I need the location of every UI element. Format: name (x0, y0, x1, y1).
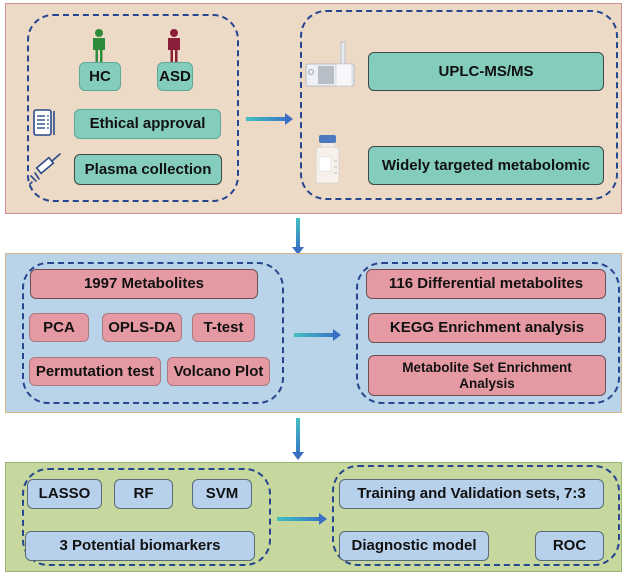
metabolites-count-label: 1997 Metabolites (83, 275, 205, 293)
uplc-box: UPLC-MS/MS (368, 52, 604, 91)
sample-bottle-icon (313, 133, 343, 185)
stage3-right-group (332, 465, 620, 566)
biomarkers-label: 3 Potential biomarkers (59, 537, 221, 555)
train-validation-split-box: Training and Validation sets, 7:3 (339, 479, 604, 509)
arrow-right-stage2 (294, 329, 341, 341)
group-label-asd: ASD (159, 67, 191, 85)
stage1-left-group (27, 14, 239, 202)
algorithm-label-svm: SVM (205, 485, 239, 503)
method-label-oplsda: OPLS-DA (108, 318, 176, 336)
arrow-right-stage1 (246, 113, 293, 125)
arrow-down-stage2-to-3 (292, 418, 304, 460)
method-box-oplsda: OPLS-DA (102, 313, 182, 342)
algorithm-box-lasso: LASSO (27, 479, 102, 509)
plasma-collection-box: Plasma collection (74, 154, 222, 185)
msea-box: Metabolite Set Enrichment Analysis (368, 355, 606, 396)
arrow-down-stage1-to-2 (292, 218, 304, 255)
metabolites-count-box: 1997 Metabolites (30, 269, 258, 299)
algorithm-box-rf: RF (114, 479, 173, 509)
clipboard-icon (33, 108, 57, 138)
metabolomic-box: Widely targeted metabolomic (368, 146, 604, 185)
roc-box: ROC (535, 531, 604, 561)
roc-label: ROC (552, 537, 587, 555)
method-box-ttest: T-test (192, 313, 255, 342)
msea-label: Metabolite Set Enrichment Analysis (402, 359, 572, 391)
plasma-collection-label: Plasma collection (84, 160, 212, 178)
ethical-approval-box: Ethical approval (74, 109, 221, 139)
kegg-label: KEGG Enrichment analysis (389, 319, 585, 337)
group-box-asd: ASD (157, 62, 193, 91)
method-label-volcano: Volcano Plot (173, 362, 264, 380)
group-box-hc: HC (79, 62, 121, 91)
stage1-right-group (300, 10, 618, 200)
method-label-ttest: T-test (203, 318, 244, 336)
diagnostic-model-label: Diagnostic model (351, 537, 477, 555)
diagnostic-model-box: Diagnostic model (339, 531, 489, 561)
differential-metabolites-label: 116 Differential metabolites (388, 275, 584, 293)
method-label-pca: PCA (43, 318, 75, 336)
ethical-approval-label: Ethical approval (89, 115, 206, 133)
mass-spectrometer-icon (304, 40, 356, 90)
person-icon-asd (165, 28, 183, 64)
uplc-label: UPLC-MS/MS (438, 62, 534, 80)
method-box-volcano: Volcano Plot (167, 357, 270, 386)
method-label-permutation: Permutation test (35, 362, 155, 380)
biomarkers-box: 3 Potential biomarkers (25, 531, 255, 561)
stage2-left-group (22, 262, 284, 404)
syringe-icon (28, 152, 62, 186)
group-label-hc: HC (89, 67, 111, 85)
metabolomic-label: Widely targeted metabolomic (381, 156, 591, 174)
algorithm-box-svm: SVM (192, 479, 252, 509)
arrow-right-stage3 (277, 513, 327, 525)
person-icon-hc (90, 28, 108, 64)
algorithm-label-lasso: LASSO (38, 485, 91, 503)
method-box-pca: PCA (29, 313, 89, 342)
method-box-permutation: Permutation test (29, 357, 161, 386)
differential-metabolites-box: 116 Differential metabolites (366, 269, 606, 299)
stage2-right-group (356, 262, 620, 404)
stage3-left-group (22, 468, 271, 566)
algorithm-label-rf: RF (133, 485, 154, 503)
train-validation-split-label: Training and Validation sets, 7:3 (357, 485, 586, 503)
kegg-box: KEGG Enrichment analysis (368, 313, 606, 343)
